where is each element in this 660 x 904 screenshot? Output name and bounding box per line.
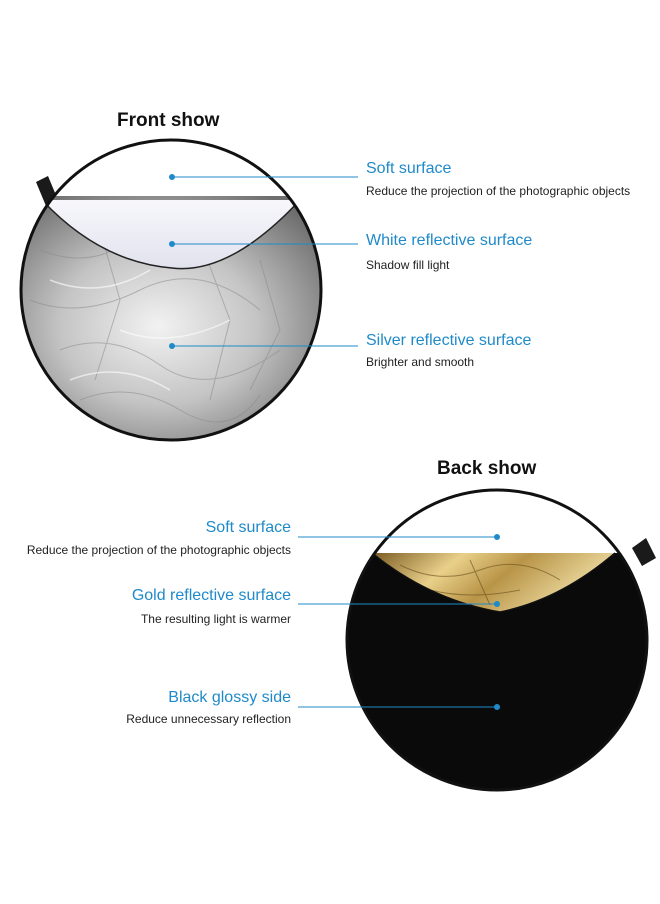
silver-surface-label: Silver reflective surface bbox=[366, 332, 532, 349]
back-handle bbox=[632, 538, 656, 566]
back-reflector bbox=[345, 488, 656, 792]
back-callouts bbox=[298, 534, 500, 710]
front-soft-surface-label: Soft surface bbox=[366, 160, 452, 177]
front-soft-surface-desc: Reduce the projection of the photographi… bbox=[366, 184, 631, 198]
front-callouts bbox=[169, 174, 358, 349]
gold-surface bbox=[372, 553, 615, 612]
white-surface bbox=[42, 200, 300, 269]
white-surface-desc: Shadow fill light bbox=[366, 258, 450, 272]
black-surface-desc: Reduce unnecessary reflection bbox=[126, 712, 291, 726]
gold-surface-label: Gold reflective surface bbox=[131, 587, 291, 604]
gold-surface-desc: The resulting light is warmer bbox=[140, 612, 291, 626]
back-soft-surface-desc: Reduce the projection of the photographi… bbox=[26, 543, 291, 557]
back-soft-surface-label: Soft surface bbox=[205, 519, 291, 536]
black-surface-label: Black glossy side bbox=[168, 689, 291, 706]
silver-surface-desc: Brighter and smooth bbox=[366, 355, 475, 369]
front-title: Front show bbox=[117, 110, 220, 131]
front-reflector bbox=[19, 138, 323, 442]
white-surface-label: White reflective surface bbox=[366, 232, 533, 249]
front-rim bbox=[19, 138, 323, 442]
back-title: Back show bbox=[437, 458, 537, 479]
back-rim bbox=[345, 488, 649, 792]
